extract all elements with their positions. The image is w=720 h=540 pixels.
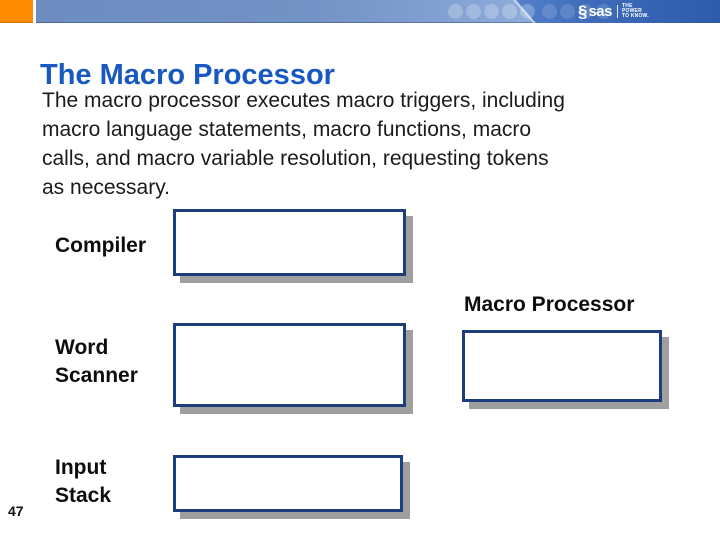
body-line: The macro processor executes macro trigg… (42, 89, 565, 112)
sas-swirl-icon: § (578, 2, 588, 21)
blue-banner: § sas THE POWER TO KNOW. (36, 0, 720, 23)
word-scanner-box (173, 323, 406, 407)
logo-divider (617, 5, 618, 18)
decorative-dot (520, 4, 535, 19)
page-number: 47 (8, 503, 24, 519)
input-stack-box (173, 455, 403, 512)
body-line: as necessary. (42, 176, 170, 199)
sas-tagline: THE POWER TO KNOW. (622, 4, 649, 19)
slide-title: The Macro Processor (40, 59, 335, 92)
decorative-dot (578, 4, 593, 19)
macro-processor-label: Macro Processor (464, 293, 635, 316)
tagline-line: TO KNOW. (622, 13, 649, 19)
decorative-dot (560, 4, 575, 19)
macro-processor-box (462, 330, 662, 402)
header-bar: § sas THE POWER TO KNOW. (0, 0, 720, 23)
body-line: macro language statements, macro functio… (42, 118, 532, 141)
compiler-label: Compiler (55, 234, 147, 257)
decorative-dot (484, 4, 499, 19)
slide-body-text: The macro processor executes macro trigg… (42, 86, 565, 202)
word-scanner-label: Word Scanner (55, 336, 138, 387)
decorative-dot (448, 4, 463, 19)
tagline-line: POWER (622, 8, 642, 14)
orange-accent-block (0, 0, 33, 23)
sas-logo: § sas THE POWER TO KNOW. (578, 0, 649, 23)
decorative-dot (596, 4, 611, 19)
decorative-dot (502, 4, 517, 19)
sas-logo-text: sas (588, 3, 612, 20)
decorative-dot (466, 4, 481, 19)
compiler-box (173, 209, 406, 276)
body-line: calls, and macro variable resolution, re… (42, 147, 549, 170)
input-stack-label: Input Stack (55, 456, 112, 507)
decorative-dot (542, 4, 557, 19)
tagline-line: THE (622, 3, 633, 9)
